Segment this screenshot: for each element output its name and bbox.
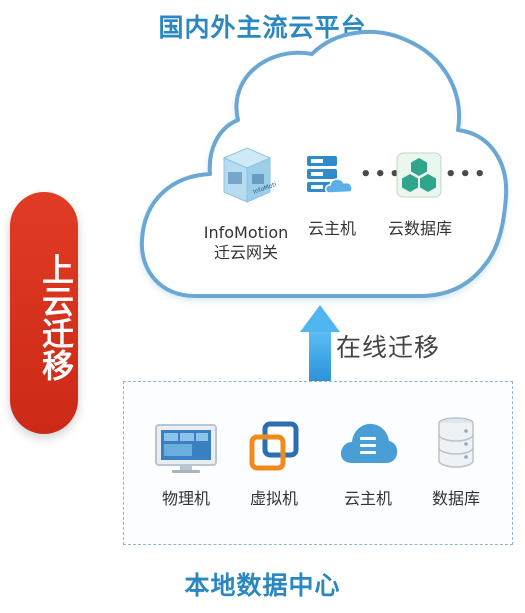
migration-badge: 上云迁移: [10, 192, 78, 434]
ellipsis-2: •••: [445, 164, 489, 185]
cloud-server-icon: [307, 156, 353, 194]
local-cloud-host-label: 云主机: [343, 489, 392, 508]
ellipsis-1: •••: [360, 164, 404, 185]
cloud-server-icon: [340, 423, 398, 463]
cloud-host-label: 云主机: [307, 219, 356, 238]
monitor-icon: [155, 424, 217, 473]
cloud-database-hexagon-icon: [396, 152, 442, 198]
datacenter-title: 本地数据中心: [184, 571, 341, 600]
gateway-box-icon: InfoMotion: [222, 147, 276, 203]
cloud-platform-title: 国内外主流云平台: [158, 13, 367, 42]
physical-machine-label: 物理机: [161, 489, 210, 508]
migration-badge-label: 上云迁移: [37, 253, 75, 381]
virtual-machine-label: 虚拟机: [249, 489, 298, 508]
migration-arrow: [300, 305, 340, 384]
cloud-database-label: 云数据库: [387, 219, 452, 238]
gateway-subtitle: 迁云网关: [213, 243, 278, 262]
database-icon: [438, 417, 474, 468]
migration-arrow-label: 在线迁移: [336, 333, 441, 362]
gateway-name: InfoMotion: [203, 223, 289, 242]
virtual-machine-icon: [249, 421, 299, 471]
database-label: 数据库: [431, 489, 480, 508]
